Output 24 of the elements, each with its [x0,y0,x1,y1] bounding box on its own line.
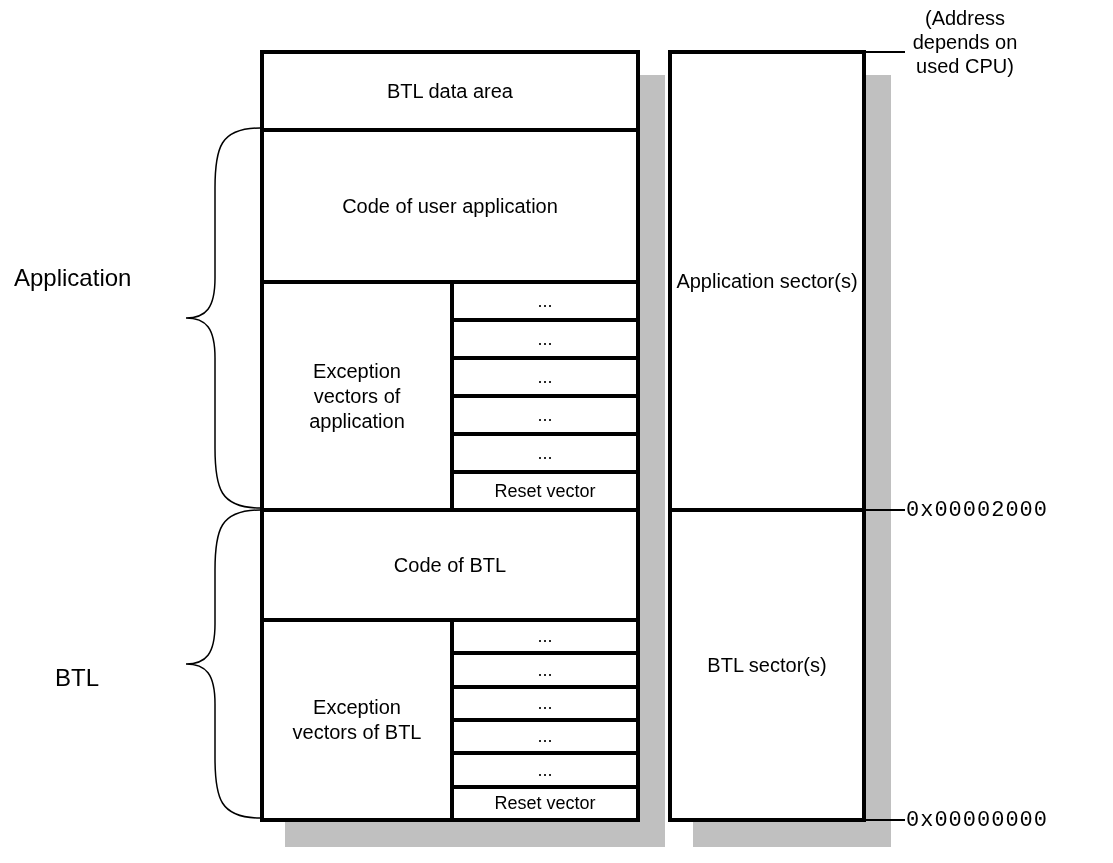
vector-slot: ... [454,398,636,432]
memory-region: Exception vectors of BTL [264,622,450,818]
memory-region: BTL data area [264,54,636,128]
vector-slot: ... [454,755,636,785]
vector-slot: ... [454,436,636,470]
region-label: Application [14,264,132,293]
memory-region: Code of BTL [264,512,636,618]
vector-slot: Reset vector [454,474,636,508]
flash-sector: Application sector(s) [672,54,862,508]
vector-slot: ... [454,655,636,685]
vector-slot: ... [454,360,636,394]
vector-slot: ... [454,284,636,318]
memory-region: Code of user application [264,132,636,280]
vector-slot: ... [454,322,636,356]
address-label: 0x00000000 [906,808,1049,835]
vector-slot: Reset vector [454,789,636,818]
vector-slot: ... [454,722,636,751]
address-note: (Address depends on used CPU) [911,6,1019,78]
flash-sector: BTL sector(s) [672,512,862,818]
address-label: 0x00002000 [906,498,1049,525]
memory-region: Exception vectors of application [264,284,450,508]
vector-slot: ... [454,622,636,651]
region-label: BTL [55,664,99,693]
vector-slot: ... [454,689,636,718]
